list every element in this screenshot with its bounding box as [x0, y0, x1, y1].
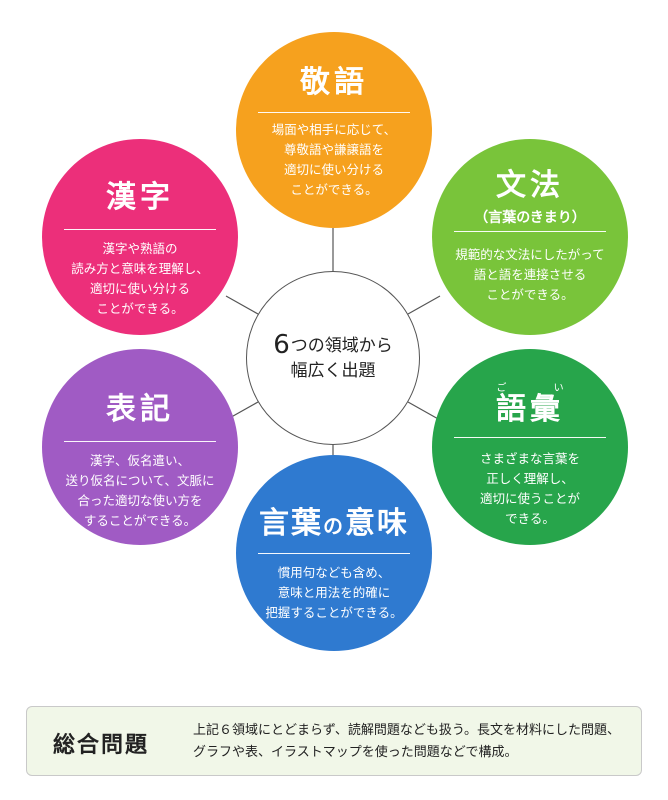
- center-line1: 6つの領域から: [273, 329, 393, 360]
- domain-goi: ご い 語彙 さまざまな言葉を 正しく理解し、 適切に使うことが できる。: [432, 349, 628, 545]
- domain-kotoba-no-imi: 言葉の意味 慣用句なども含め、 意味と用法を的確に 把握することができる。: [236, 455, 432, 651]
- domain-keigo: 敬語 場面や相手に応じて、 尊敬語や謙譲語を 適切に使い分ける ことができる。: [236, 32, 432, 228]
- domain-description: 規範的な文法にしたがって 語と語を連接させる ことができる。: [455, 247, 605, 302]
- divider: [454, 437, 606, 438]
- center-line1-text: つの領域から: [290, 335, 393, 356]
- divider: [64, 441, 216, 442]
- domain-description: さまざまな言葉を 正しく理解し、 適切に使うことが できる。: [479, 451, 580, 526]
- connector-lines: [225, 228, 441, 456]
- domain-hyouki: 表記 漢字、仮名遣い、 送り仮名について、文脈に 合った適切な使い方を すること…: [42, 349, 238, 545]
- domain-title: 語彙: [496, 392, 564, 427]
- domain-title-part1: 言葉: [259, 506, 323, 541]
- domain-subtitle: （言葉のきまり）: [474, 210, 586, 226]
- domain-title: 言葉の意味: [236, 507, 432, 543]
- domain-description: 漢字や熟語の 読み方と意味を理解し、 適切に使い分ける ことができる。: [71, 241, 209, 316]
- summary-text: 上記６領域にとどまらず、読解問題なども扱う。長文を材料にした問題、 グラフや表、…: [193, 723, 621, 760]
- connector-kanji: [225, 295, 259, 315]
- connector-bunpou: [407, 295, 441, 315]
- six-domain-diagram: 6つの領域から 幅広く出題 敬語 場面や相手に応じて、 尊敬語や謙譲語を 適切に…: [42, 32, 628, 651]
- domain-furigana: ご い: [496, 383, 586, 394]
- domain-description: 漢字、仮名遣い、 送り仮名について、文脈に 合った適切な使い方を することができ…: [65, 453, 215, 528]
- center-count: 6: [273, 329, 290, 360]
- domain-title: 文法: [496, 168, 564, 203]
- center-circle: 6つの領域から 幅広く出題: [246, 271, 420, 445]
- domain-description: 場面や相手に応じて、 尊敬語や謙譲語を 適切に使い分ける ことができる。: [271, 122, 397, 197]
- domain-title-part2: 意味: [345, 506, 409, 541]
- domain-title: 表記: [106, 392, 174, 427]
- divider: [258, 553, 410, 554]
- domain-kanji: 漢字 漢字や熟語の 読み方と意味を理解し、 適切に使い分ける ことができる。: [42, 139, 238, 335]
- divider: [258, 112, 410, 113]
- domain-description: 慣用句なども含め、 意味と用法を的確に 把握することができる。: [265, 565, 403, 620]
- summary-label: 総合問題: [53, 733, 150, 758]
- domain-title-particle: の: [323, 514, 345, 538]
- connector-goi: [407, 401, 441, 421]
- domain-title: 漢字: [106, 180, 174, 215]
- domain-title: 敬語: [300, 65, 368, 100]
- center-line2: 幅広く出題: [290, 360, 376, 381]
- summary-box: 総合問題 上記６領域にとどまらず、読解問題なども扱う。長文を材料にした問題、 グ…: [26, 706, 642, 776]
- domain-bunpou: 文法 （言葉のきまり） 規範的な文法にしたがって 語と語を連接させる ことができ…: [432, 139, 628, 335]
- divider: [64, 229, 216, 230]
- divider: [454, 231, 606, 232]
